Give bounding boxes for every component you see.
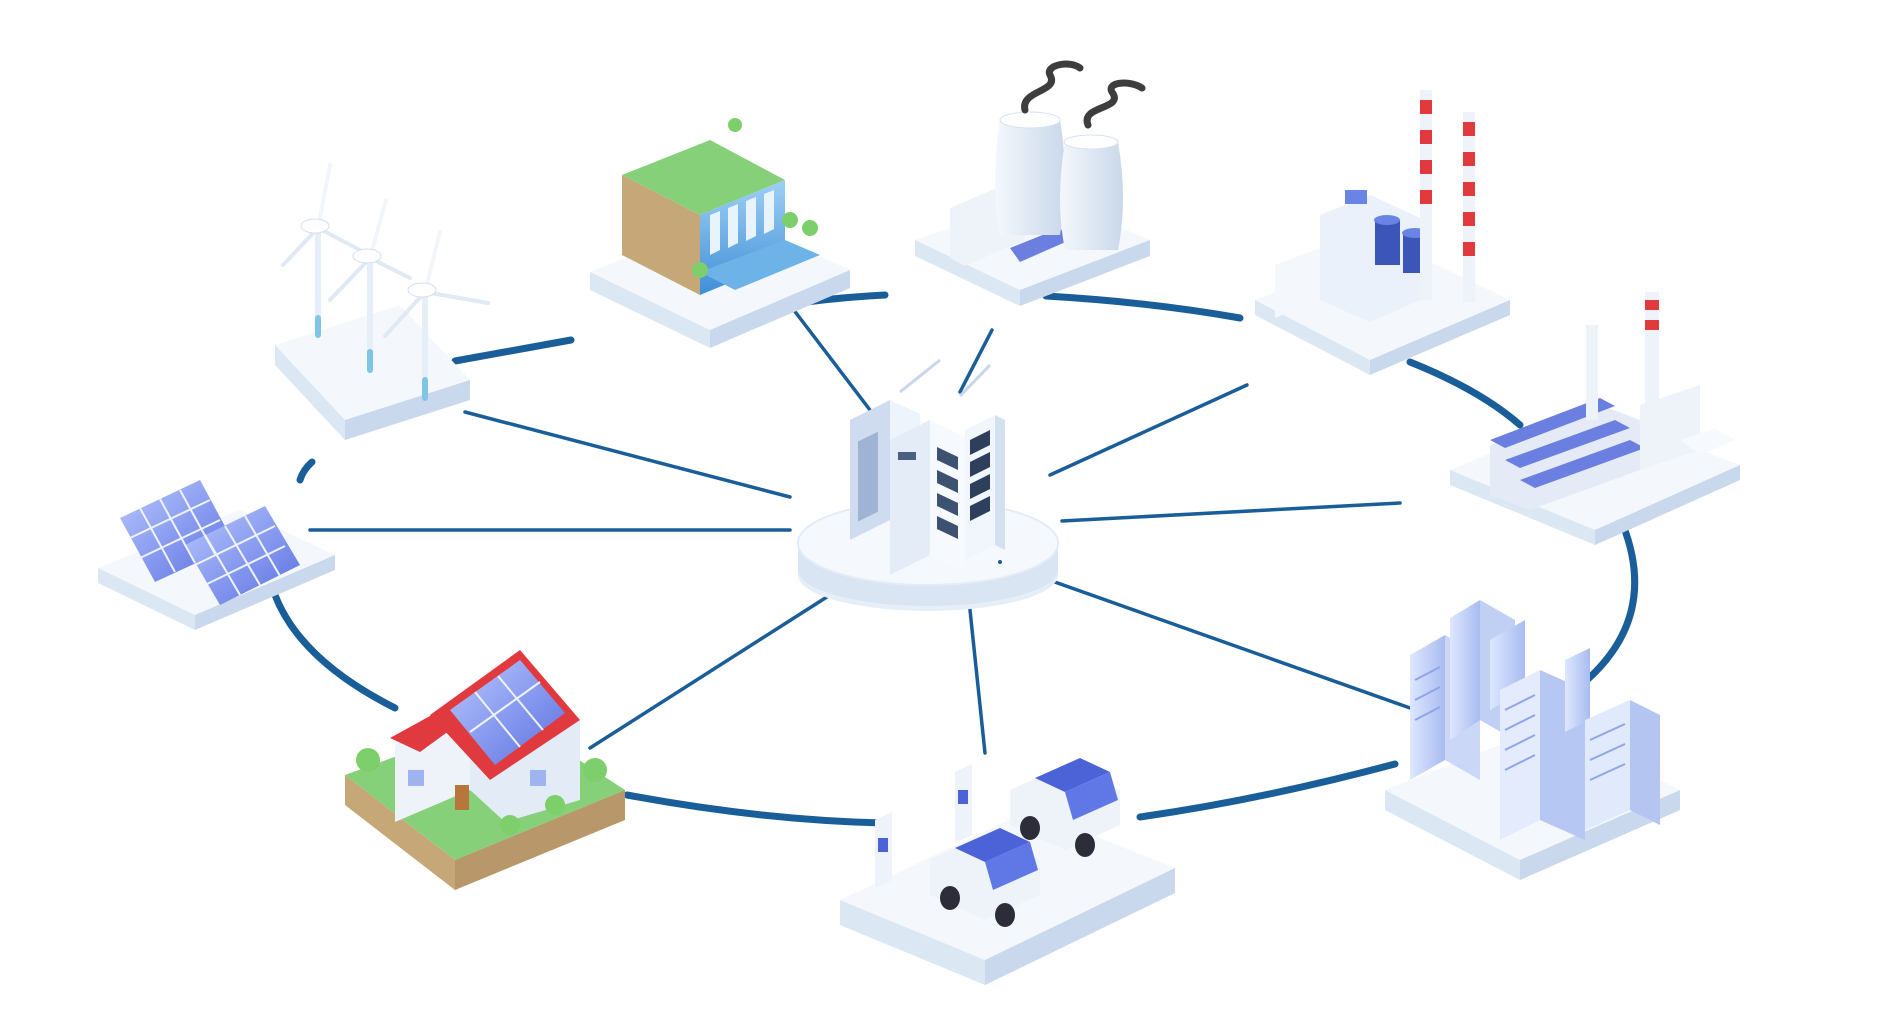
spoke-ev xyxy=(968,608,987,755)
grid-ring xyxy=(271,291,1639,827)
ev-charging-icon xyxy=(840,758,1175,985)
spokes xyxy=(308,303,1412,755)
factory-icon xyxy=(1450,292,1740,545)
spoke-factory xyxy=(1060,501,1402,523)
ring-segment xyxy=(1042,292,1244,322)
solar-panel-icon xyxy=(98,480,335,630)
server-rack xyxy=(965,415,1005,560)
nuclear-plant-icon xyxy=(915,60,1150,306)
ev-car xyxy=(930,828,1040,927)
spoke-city xyxy=(1033,573,1412,710)
ring-segment xyxy=(623,791,887,827)
ring-segment xyxy=(451,336,575,365)
antenna xyxy=(958,363,992,398)
ring-segment xyxy=(1576,521,1639,690)
spoke-house xyxy=(588,593,832,750)
ring-segment xyxy=(271,591,399,712)
spoke-nuclear xyxy=(958,328,994,394)
spoke-hydro xyxy=(788,303,872,412)
spoke-thermal xyxy=(1048,383,1249,477)
ring-segment xyxy=(296,458,316,484)
spoke-wind xyxy=(463,410,792,499)
antenna xyxy=(899,358,941,394)
city-buildings-icon xyxy=(1385,600,1680,880)
hydro-dam-icon xyxy=(590,118,850,348)
solar-house-icon xyxy=(345,650,625,890)
wind-turbine-icon xyxy=(275,163,490,440)
server-rack xyxy=(890,420,965,575)
server-rack-icon xyxy=(797,358,1059,611)
ev-car xyxy=(1010,758,1120,857)
ring-segment xyxy=(1406,358,1524,429)
thermal-power-plant-icon xyxy=(1255,90,1510,375)
ring-segment xyxy=(1136,760,1399,821)
